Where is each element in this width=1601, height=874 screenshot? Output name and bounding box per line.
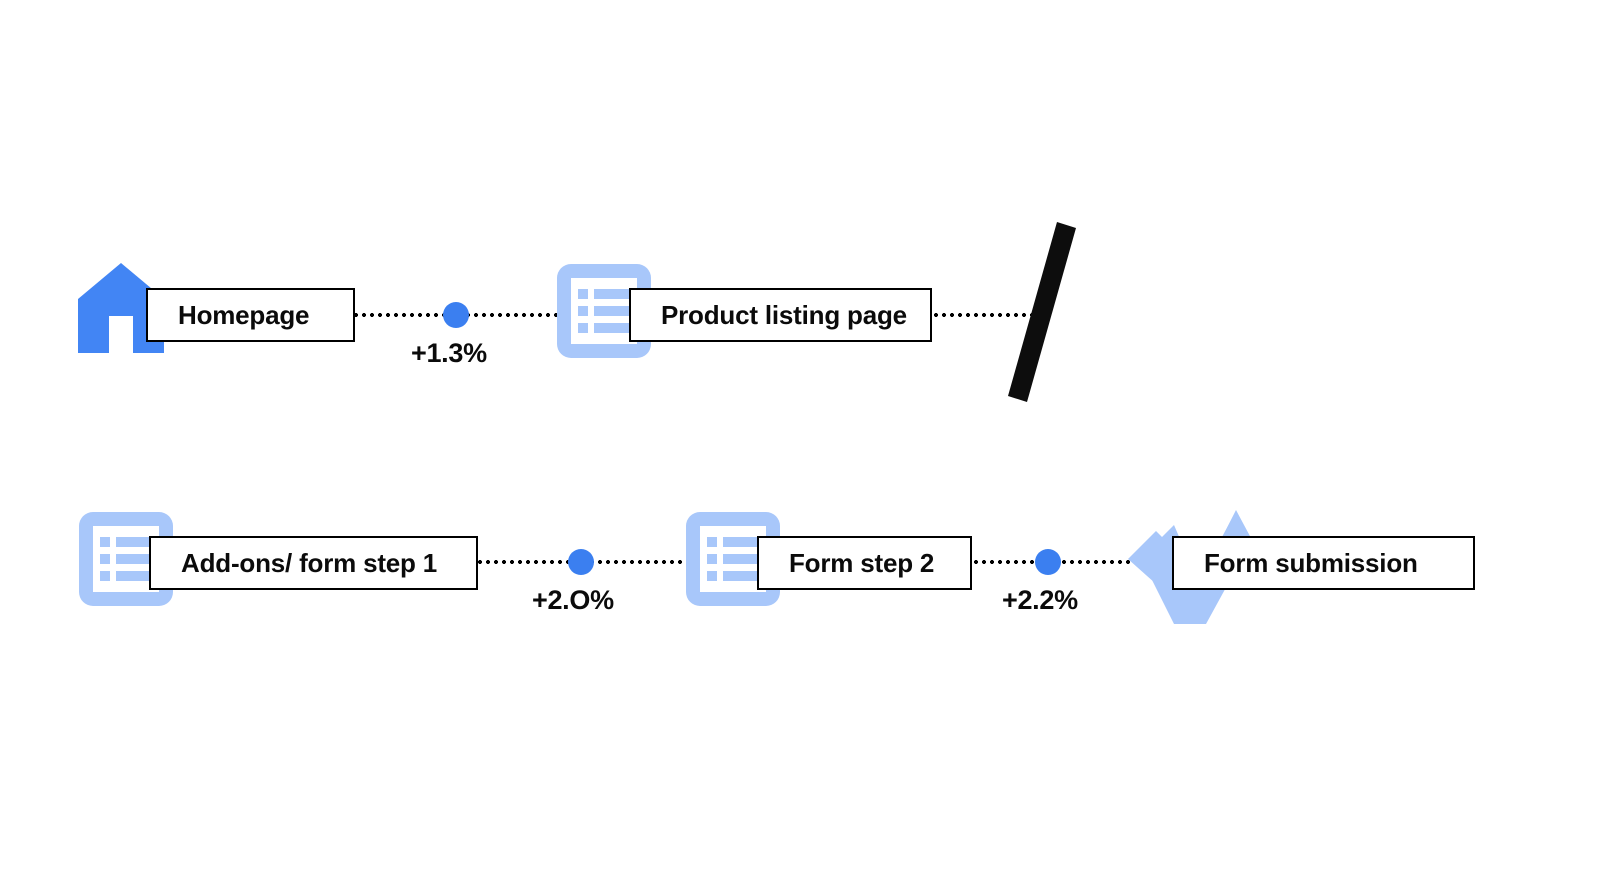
metric-label-uplift-3: +2.2% <box>1002 585 1078 615</box>
metric-dot-uplift-3[interactable] <box>1035 549 1061 575</box>
step-label-form-submission: Form submission <box>1204 548 1418 578</box>
black-slash-icon <box>1000 222 1084 402</box>
step-label-product-listing-page: Product listing page <box>661 300 907 330</box>
step-box-form-step-2[interactable]: Form step 2 <box>757 536 972 590</box>
metric-dot-uplift-1[interactable] <box>443 302 469 328</box>
step-label-form-step-2: Form step 2 <box>789 548 935 578</box>
metric-dot-uplift-2[interactable] <box>568 549 594 575</box>
metric-label-uplift-2: +2.O% <box>532 585 614 615</box>
step-box-homepage[interactable]: Homepage <box>146 288 355 342</box>
step-box-form-submission[interactable]: Form submission <box>1172 536 1475 590</box>
home-icon <box>78 263 164 353</box>
step-box-product-listing-page[interactable]: Product listing page <box>629 288 932 342</box>
connector-product-listing-to-continuation <box>932 313 1042 317</box>
list-document-icon <box>79 512 173 606</box>
list-document-icon <box>686 512 780 606</box>
step-box-add-ons-form-step-1[interactable]: Add-ons/ form step 1 <box>149 536 478 590</box>
connector-step2-to-submission <box>972 560 1162 564</box>
step-label-add-ons-form-step-1: Add-ons/ form step 1 <box>181 548 438 578</box>
metric-label-uplift-1: +1.3% <box>411 338 487 368</box>
step-label-homepage: Homepage <box>178 300 310 330</box>
list-document-icon <box>557 264 651 358</box>
